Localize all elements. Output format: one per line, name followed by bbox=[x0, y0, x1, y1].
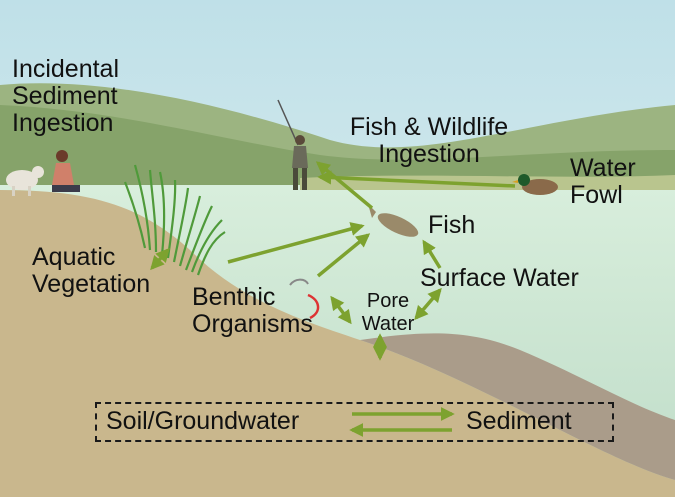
fisherman-icon bbox=[277, 99, 308, 190]
label-soil-groundwater: Soil/Groundwater bbox=[106, 407, 300, 435]
label-water-fowl: Water Fowl bbox=[570, 154, 636, 209]
label-sediment: Sediment bbox=[466, 407, 572, 435]
duck-icon bbox=[512, 174, 558, 195]
reeds-icon bbox=[123, 164, 226, 276]
arrow-pore-benthic bbox=[330, 295, 352, 325]
arrow-duck-to-fisher bbox=[317, 170, 516, 188]
arrow-benthic-to-fish bbox=[316, 233, 371, 278]
label-aquatic-vegetation: Aquatic Vegetation bbox=[32, 243, 151, 298]
label-pore-water: Pore Water bbox=[361, 290, 415, 335]
arrow-fish-to-fisher bbox=[315, 161, 374, 210]
arrow-surface-to-fish bbox=[422, 239, 442, 269]
legend-box bbox=[95, 402, 614, 442]
label-surface-water: Surface Water bbox=[420, 264, 579, 292]
transfer-arrows bbox=[150, 161, 516, 437]
person-with-dog-icon bbox=[6, 150, 80, 196]
worm-icon bbox=[289, 278, 320, 320]
arrow-surface-to-pore bbox=[414, 287, 442, 321]
sediment-layer bbox=[360, 333, 675, 480]
label-fish: Fish bbox=[428, 211, 476, 239]
arrow-vegetation-to-fish bbox=[227, 222, 365, 264]
label-incidental-sediment-ingestion: Incidental Sediment Ingestion bbox=[12, 55, 120, 137]
label-benthic-organisms: Benthic Organisms bbox=[192, 283, 313, 338]
arrow-vegetation-bank bbox=[150, 247, 170, 271]
label-fish-wildlife-ingestion: Fish & Wildlife Ingestion bbox=[349, 113, 509, 168]
